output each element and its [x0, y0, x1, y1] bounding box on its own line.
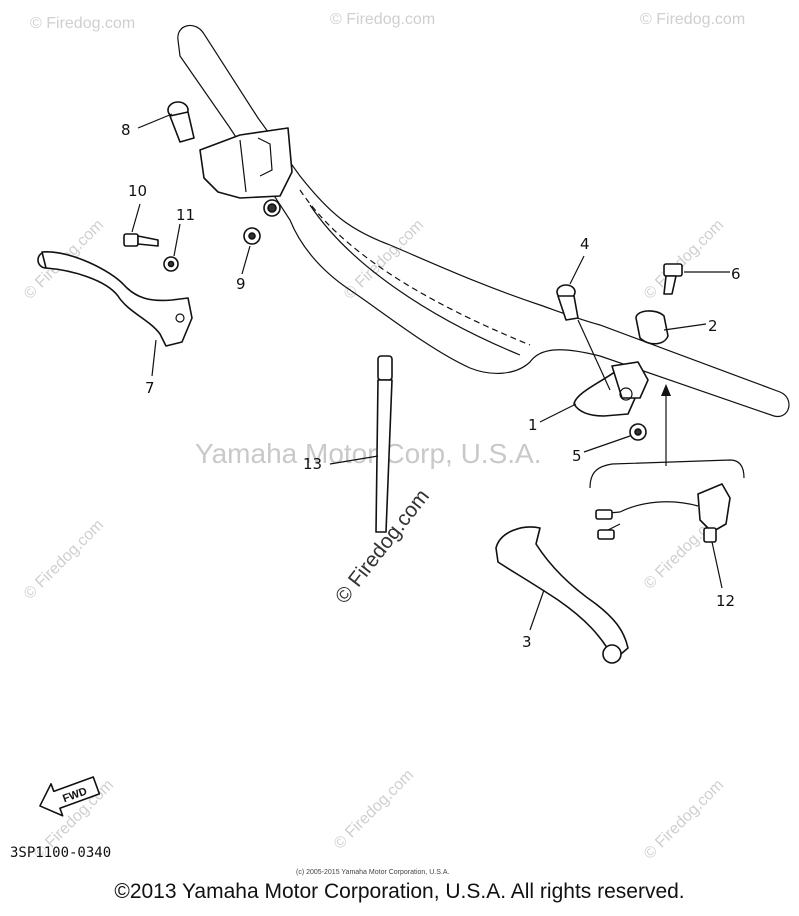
nut-5	[629, 423, 647, 441]
part-number-1: 1	[528, 416, 538, 434]
watermark-tc: © Firedog.com	[330, 11, 435, 28]
callout-lines	[131, 113, 730, 631]
part-number-6: 6	[731, 265, 741, 283]
part-number-4: 4	[580, 235, 590, 253]
nut-9	[243, 227, 261, 245]
watermark-tr: © Firedog.com	[640, 11, 745, 28]
copyright-footer: ©2013 Yamaha Motor Corporation, U.S.A. A…	[114, 880, 685, 903]
watermark-mr: © Firedog.com	[641, 216, 727, 302]
part-number-7: 7	[145, 379, 155, 397]
bolt-4	[556, 284, 579, 321]
watermark-mc: © Firedog.com	[341, 216, 427, 302]
nut-11	[163, 256, 179, 272]
part-number-10: 10	[128, 182, 147, 200]
part-numbers: 1 2 3 4 5 6 7 8 9 10 11 12 13	[121, 121, 741, 651]
part-number-12: 12	[716, 592, 735, 610]
arrow-up	[661, 384, 671, 466]
watermark-center: Yamaha Motor Corp, U.S.A.	[195, 438, 542, 469]
bolt-6	[663, 263, 683, 295]
handlebar	[177, 24, 790, 417]
part-number-3: 3	[522, 633, 532, 651]
perch-right	[573, 361, 649, 417]
part-number-8: 8	[121, 121, 131, 139]
part-number-9: 9	[236, 275, 246, 293]
lever-3	[495, 526, 629, 664]
part-number-2: 2	[708, 317, 718, 335]
watermark-br: © Firedog.com	[641, 776, 727, 862]
cable-tie-13	[375, 355, 393, 533]
lever-7	[37, 251, 193, 347]
switch-12	[589, 459, 745, 543]
bolt-10	[123, 233, 159, 247]
watermark-ll: © Firedog.com	[21, 516, 107, 602]
small-copyright: (c) 2005-2015 Yamaha Motor Corporation, …	[296, 869, 449, 876]
clamp-2	[635, 310, 669, 345]
part-number-5: 5	[572, 447, 582, 465]
watermark-tl: © Firedog.com	[30, 15, 135, 32]
bolt-8	[167, 101, 195, 143]
part-number-13: 13	[303, 455, 322, 473]
part-number-11: 11	[176, 206, 195, 224]
diagram-code: 3SP1100-0340	[10, 845, 111, 861]
watermark-bc: © Firedog.com	[331, 766, 417, 852]
fwd-arrow: FWD	[39, 776, 101, 817]
perch-left	[199, 127, 293, 217]
